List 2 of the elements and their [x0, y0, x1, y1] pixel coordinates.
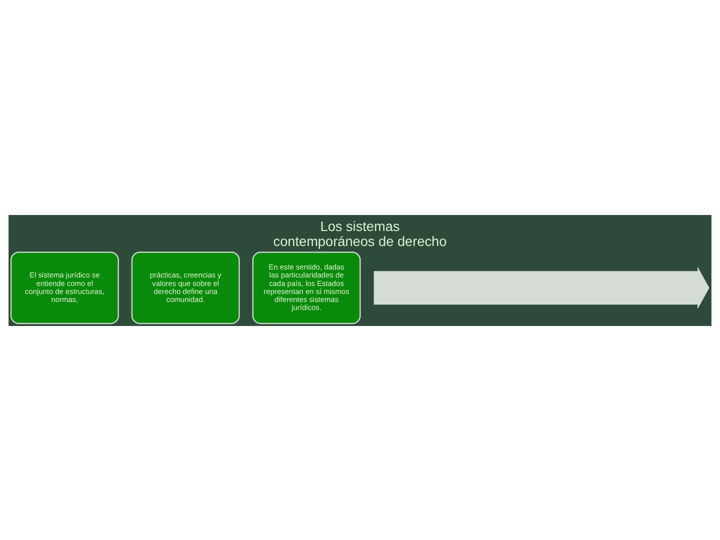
node-arrow — [374, 266, 710, 309]
diagram-title: Los sistemas contemporáneos de derecho — [273, 218, 447, 248]
